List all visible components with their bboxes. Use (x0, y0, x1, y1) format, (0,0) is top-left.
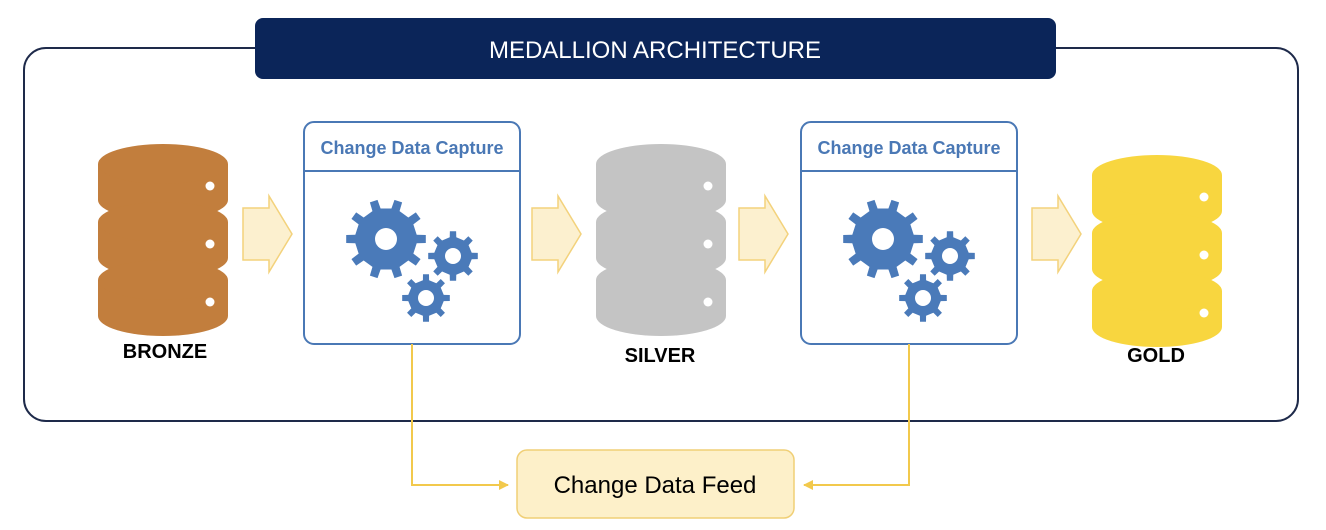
gears-icon (346, 199, 478, 322)
database-icon (596, 144, 726, 336)
database-silver (596, 144, 726, 336)
title-banner: MEDALLION ARCHITECTURE (255, 18, 1056, 79)
database-icon (1092, 155, 1222, 347)
database-icon (98, 144, 228, 336)
diagram-title: MEDALLION ARCHITECTURE (489, 37, 821, 64)
database-label-gold: GOLD (1127, 345, 1185, 367)
connector-cdc1-to-feed (411, 344, 509, 490)
flow-arrow-silver-to-cdc (738, 193, 789, 275)
database-label-bronze: BRONZE (123, 341, 207, 363)
connector-cdc2-to-feed (803, 344, 910, 490)
cdc-box-title: Change Data Capture (817, 138, 1000, 158)
gears-icon (843, 199, 975, 322)
change-data-feed-box: Change Data Feed (516, 449, 795, 519)
flow-arrow-cdc-to-gold (1031, 193, 1082, 275)
flow-arrow-cdc-to-silver (531, 193, 582, 275)
database-bronze (98, 144, 228, 336)
flow-arrow-bronze-to-cdc (242, 193, 293, 275)
database-gold (1092, 155, 1222, 347)
cdc-box-1: Change Data Capture (303, 121, 521, 345)
cdc-box-title: Change Data Capture (320, 138, 503, 158)
cdc-box-2: Change Data Capture (800, 121, 1018, 345)
change-data-feed-label: Change Data Feed (554, 472, 757, 499)
database-label-silver: SILVER (625, 345, 696, 367)
